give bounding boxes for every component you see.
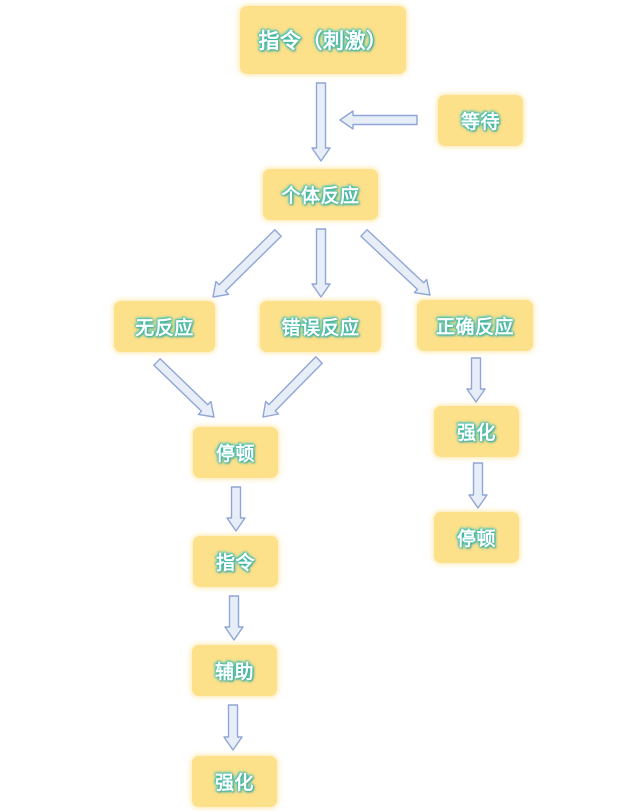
arrow-none-to-pause — [153, 358, 215, 418]
arrow-wrong-to-pause — [262, 356, 323, 418]
node-prompt-assist: 辅助 — [192, 645, 277, 696]
node-wait: 等待 — [438, 95, 523, 146]
node-reinforce-right: 强化 — [434, 406, 519, 457]
arrow-response-to-none — [212, 229, 282, 298]
node-reinforce-bottom: 强化 — [192, 756, 277, 807]
arrow-response-to-wrong — [311, 228, 331, 298]
node-wrong-response: 错误反应 — [260, 301, 381, 352]
node-pause-left: 停顿 — [193, 427, 278, 478]
arrow-assist-to-reinforce — [223, 704, 243, 751]
node-command-repeat: 指令 — [193, 536, 278, 587]
arrow-correct-to-reinforce — [466, 357, 486, 403]
arrow-response-to-correct — [360, 228, 431, 296]
arrow-reinforce-to-pause — [468, 462, 488, 509]
arrow-wait-to-main — [339, 110, 418, 130]
node-no-response: 无反应 — [114, 301, 215, 352]
node-command-stimulus: 指令（刺激） — [240, 6, 406, 74]
node-individual-response: 个体反应 — [263, 169, 378, 220]
arrow-pause-to-command — [226, 486, 246, 532]
arrow-command-to-response — [311, 82, 331, 162]
node-correct-response: 正确反应 — [417, 300, 533, 351]
node-pause-right: 停顿 — [434, 512, 519, 563]
arrow-command-to-assist — [224, 595, 244, 641]
